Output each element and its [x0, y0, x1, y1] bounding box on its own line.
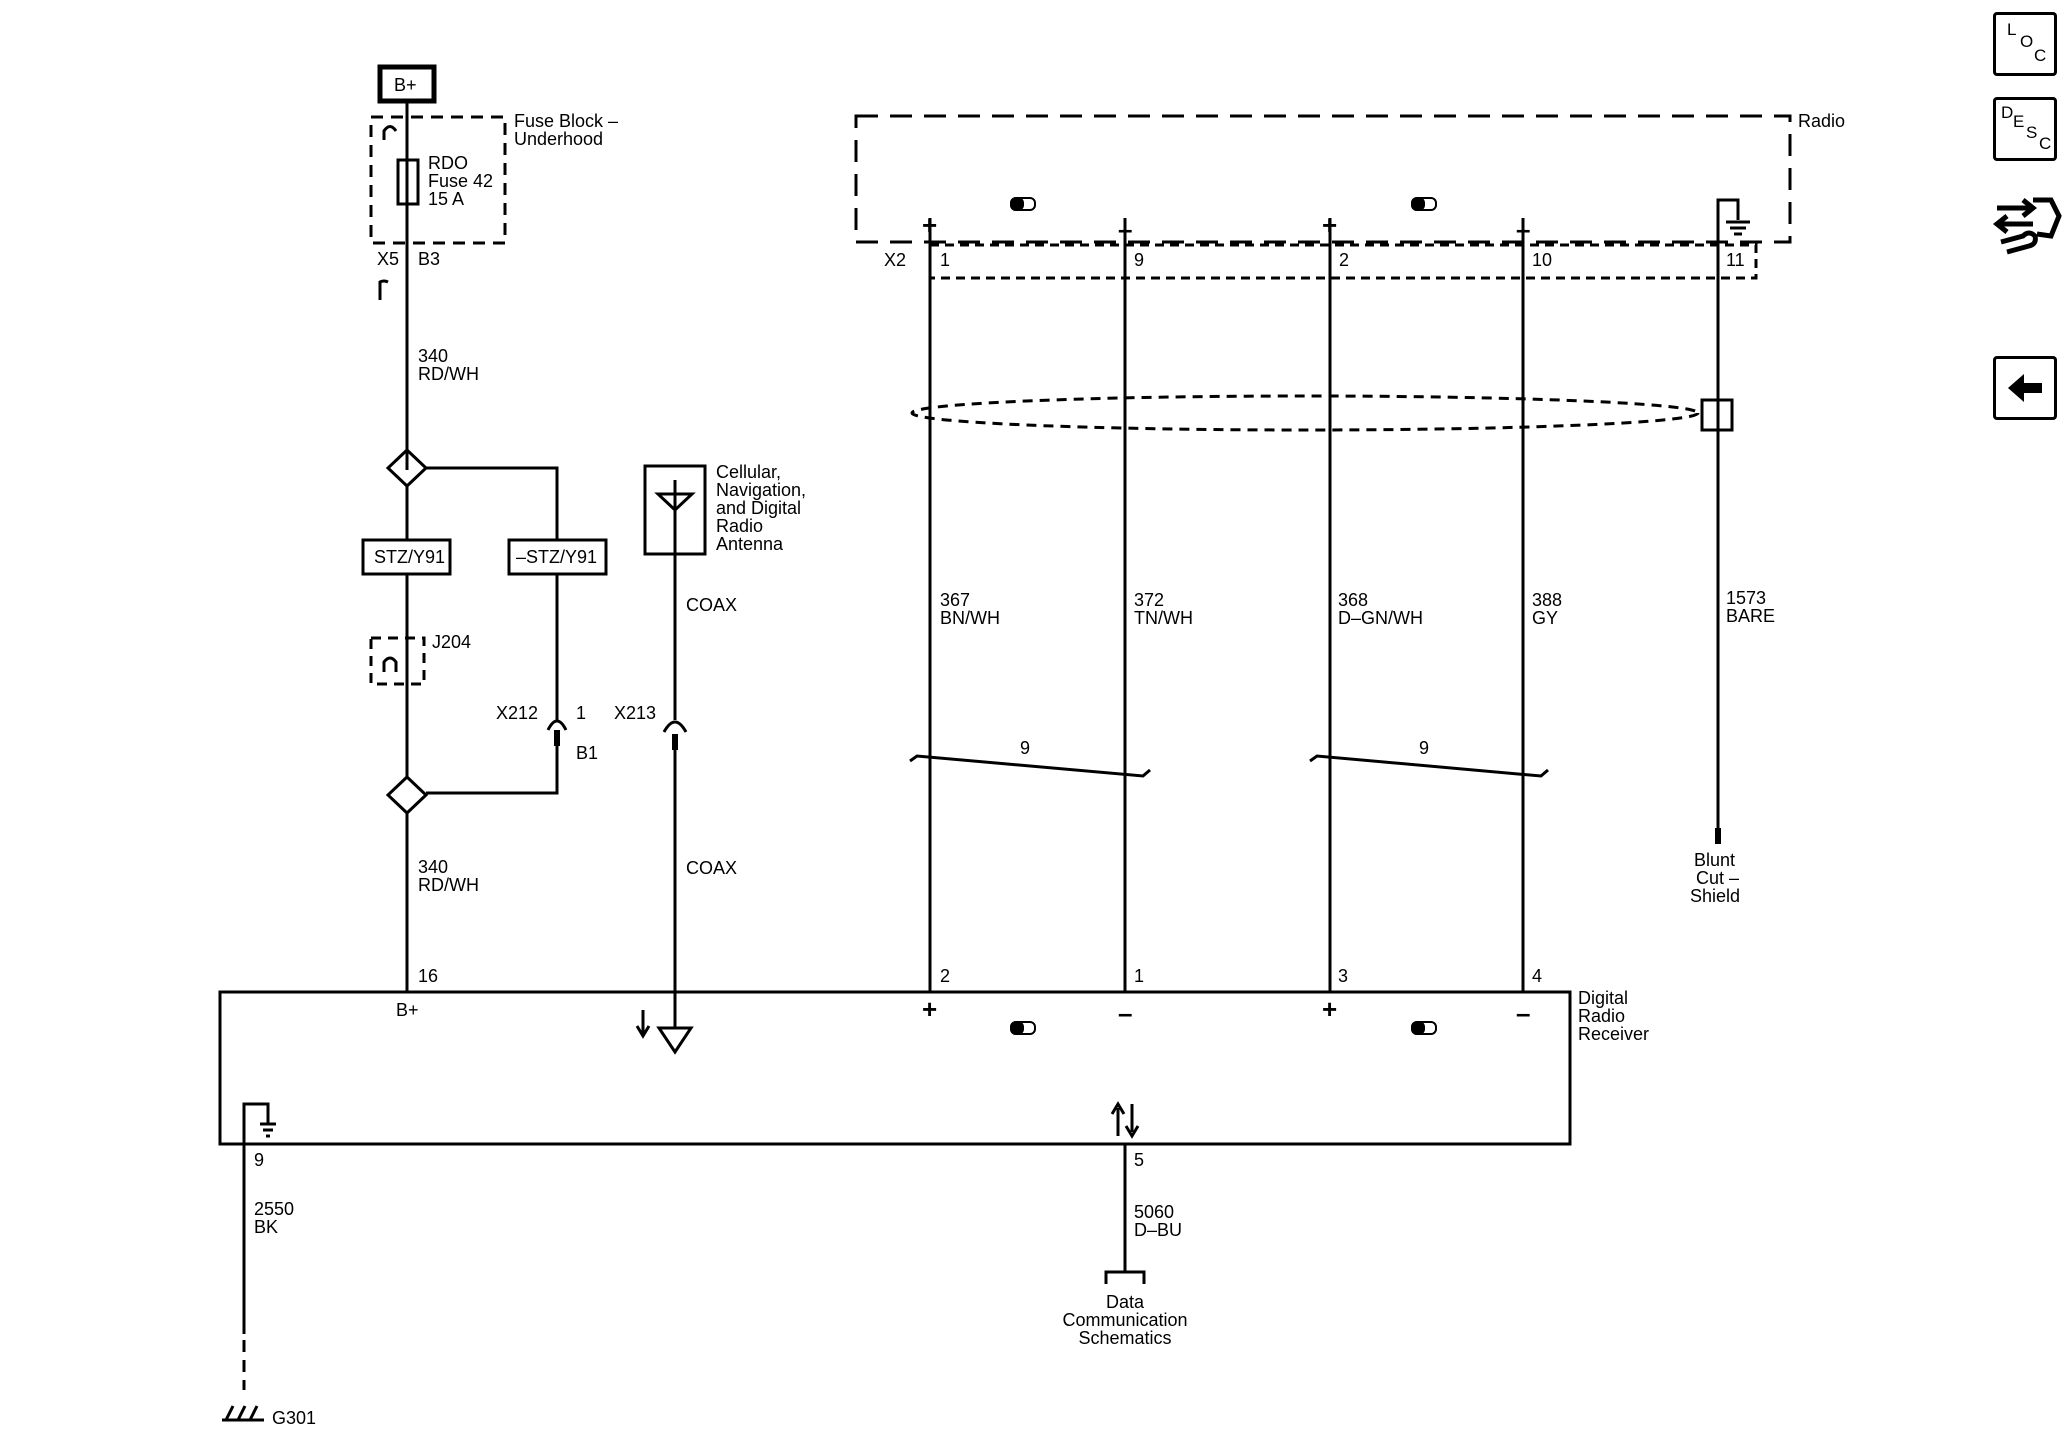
wire-388-color: GY	[1532, 608, 1558, 628]
radio-polarity-3: +	[1322, 210, 1337, 240]
x213-label: X213	[614, 703, 656, 723]
x212-pin: 1	[576, 703, 586, 723]
wire-340-color: RD/WH	[418, 364, 479, 384]
shield-label-2: Cut –	[1696, 868, 1739, 888]
not-stz-option-label: –STZ/Y91	[516, 547, 597, 567]
wire-340-color-lower: RD/WH	[418, 875, 479, 895]
antenna-label-4: Radio	[716, 516, 763, 536]
receiver-polarity-2: –	[1118, 998, 1132, 1028]
receiver-pin-1: 1	[1134, 966, 1144, 986]
wire-2550-color: BK	[254, 1217, 278, 1237]
receiver-polarity-4: –	[1516, 998, 1530, 1028]
radio-pin-11: 11	[1726, 250, 1745, 270]
radio-polarity-1: +	[922, 210, 937, 240]
loc-letter-l: L	[2007, 20, 2017, 39]
antenna-label-2: Navigation,	[716, 480, 806, 500]
receiver-pin-4: 4	[1532, 966, 1542, 986]
digital-radio-receiver	[218, 990, 1572, 1146]
receiver-pin-5: 5	[1134, 1150, 1144, 1170]
wire-388-number: 388	[1532, 590, 1562, 610]
shield-wrap	[910, 394, 1700, 432]
radio-outline	[854, 114, 1792, 244]
receiver-label-1: Digital	[1578, 988, 1628, 1008]
description-view-button[interactable]: D E S C	[1993, 97, 2057, 161]
radio-pin-9: 9	[1134, 250, 1144, 270]
back-button[interactable]	[1993, 356, 2057, 420]
fuse-name: RDO	[428, 153, 468, 173]
location-view-button[interactable]: L O C	[1993, 12, 2057, 76]
b1-label: B1	[576, 743, 598, 763]
shield-drain-box	[1700, 398, 1734, 432]
wrench-arrows-icon	[1992, 197, 2062, 255]
data-comm-label-2: Communication	[1062, 1310, 1187, 1330]
shield-label-3: Shield	[1690, 886, 1740, 906]
wire-367-color: BN/WH	[940, 608, 1000, 628]
loc-letter-c: C	[2034, 46, 2047, 65]
wire-340-number: 340	[418, 346, 448, 366]
ground-g301-label: G301	[272, 1408, 316, 1428]
splice-lower	[385, 774, 429, 816]
fuse-block-outline	[369, 115, 507, 245]
radio-pin-10: 10	[1532, 250, 1552, 270]
antenna-label-3: and Digital	[716, 498, 801, 518]
wire-5060-number: 5060	[1134, 1202, 1174, 1222]
fuse-rating: 15 A	[428, 189, 464, 209]
fuse-number: Fuse 42	[428, 171, 493, 191]
wire-368-color: D–GN/WH	[1338, 608, 1423, 628]
desc-letter-e: E	[2013, 112, 2025, 131]
x212-label: X212	[496, 703, 538, 723]
stz-option-label: STZ/Y91	[374, 547, 445, 567]
wire-5060-color: D–BU	[1134, 1220, 1182, 1240]
radio-pin-2: 2	[1339, 250, 1349, 270]
receiver-polarity-3: +	[1322, 994, 1337, 1024]
coax-label-lower: COAX	[686, 858, 737, 878]
wire-367-number: 367	[940, 590, 970, 610]
loc-letter-o: O	[2020, 32, 2034, 51]
twist-rate-2: 9	[1419, 738, 1429, 758]
receiver-bplus: B+	[396, 1000, 419, 1020]
desc-letter-d: D	[2001, 103, 2014, 122]
data-comm-label-1: Data	[1106, 1292, 1145, 1312]
desc-letter-c: C	[2039, 134, 2052, 153]
wire-340-number-lower: 340	[418, 857, 448, 877]
receiver-pin-16: 16	[418, 966, 438, 986]
radio-polarity-4: –	[1516, 214, 1530, 244]
wire-368-number: 368	[1338, 590, 1368, 610]
fuse-block-label: Fuse Block –	[514, 111, 618, 131]
wire-372-number: 372	[1134, 590, 1164, 610]
left-arrow-icon	[2008, 374, 2042, 402]
wire-1573-color: BARE	[1726, 606, 1775, 626]
twist-rate-1: 9	[1020, 738, 1030, 758]
shield-label-1: Blunt	[1694, 850, 1735, 870]
receiver-label-2: Radio	[1578, 1006, 1625, 1026]
antenna-label-1: Cellular,	[716, 462, 781, 482]
connector-repair-button[interactable]	[1992, 190, 2063, 260]
antenna-label-5: Antenna	[716, 534, 784, 554]
wire-372-color: TN/WH	[1134, 608, 1193, 628]
radio-polarity-2: –	[1118, 214, 1132, 244]
radio-label: Radio	[1798, 111, 1845, 131]
j204-label: J204	[432, 632, 471, 652]
connector-b3: B3	[418, 249, 440, 269]
receiver-label-3: Receiver	[1578, 1024, 1649, 1044]
data-comm-label-3: Schematics	[1078, 1328, 1171, 1348]
fuse-block-label-2: Underhood	[514, 129, 603, 149]
wire-1573-number: 1573	[1726, 588, 1766, 608]
bplus-label: B+	[394, 75, 417, 95]
receiver-pin-3: 3	[1338, 966, 1348, 986]
j204-connector	[369, 636, 426, 686]
coax-label-upper: COAX	[686, 595, 737, 615]
wire-2550-number: 2550	[254, 1199, 294, 1219]
connector-x5: X5	[377, 249, 399, 269]
radio-pin-1: 1	[940, 250, 950, 270]
desc-letter-s: S	[2026, 123, 2038, 142]
receiver-polarity-1: +	[922, 994, 937, 1024]
radio-connector-x2: X2	[884, 250, 906, 270]
receiver-pin-2: 2	[940, 966, 950, 986]
receiver-pin-9: 9	[254, 1150, 264, 1170]
